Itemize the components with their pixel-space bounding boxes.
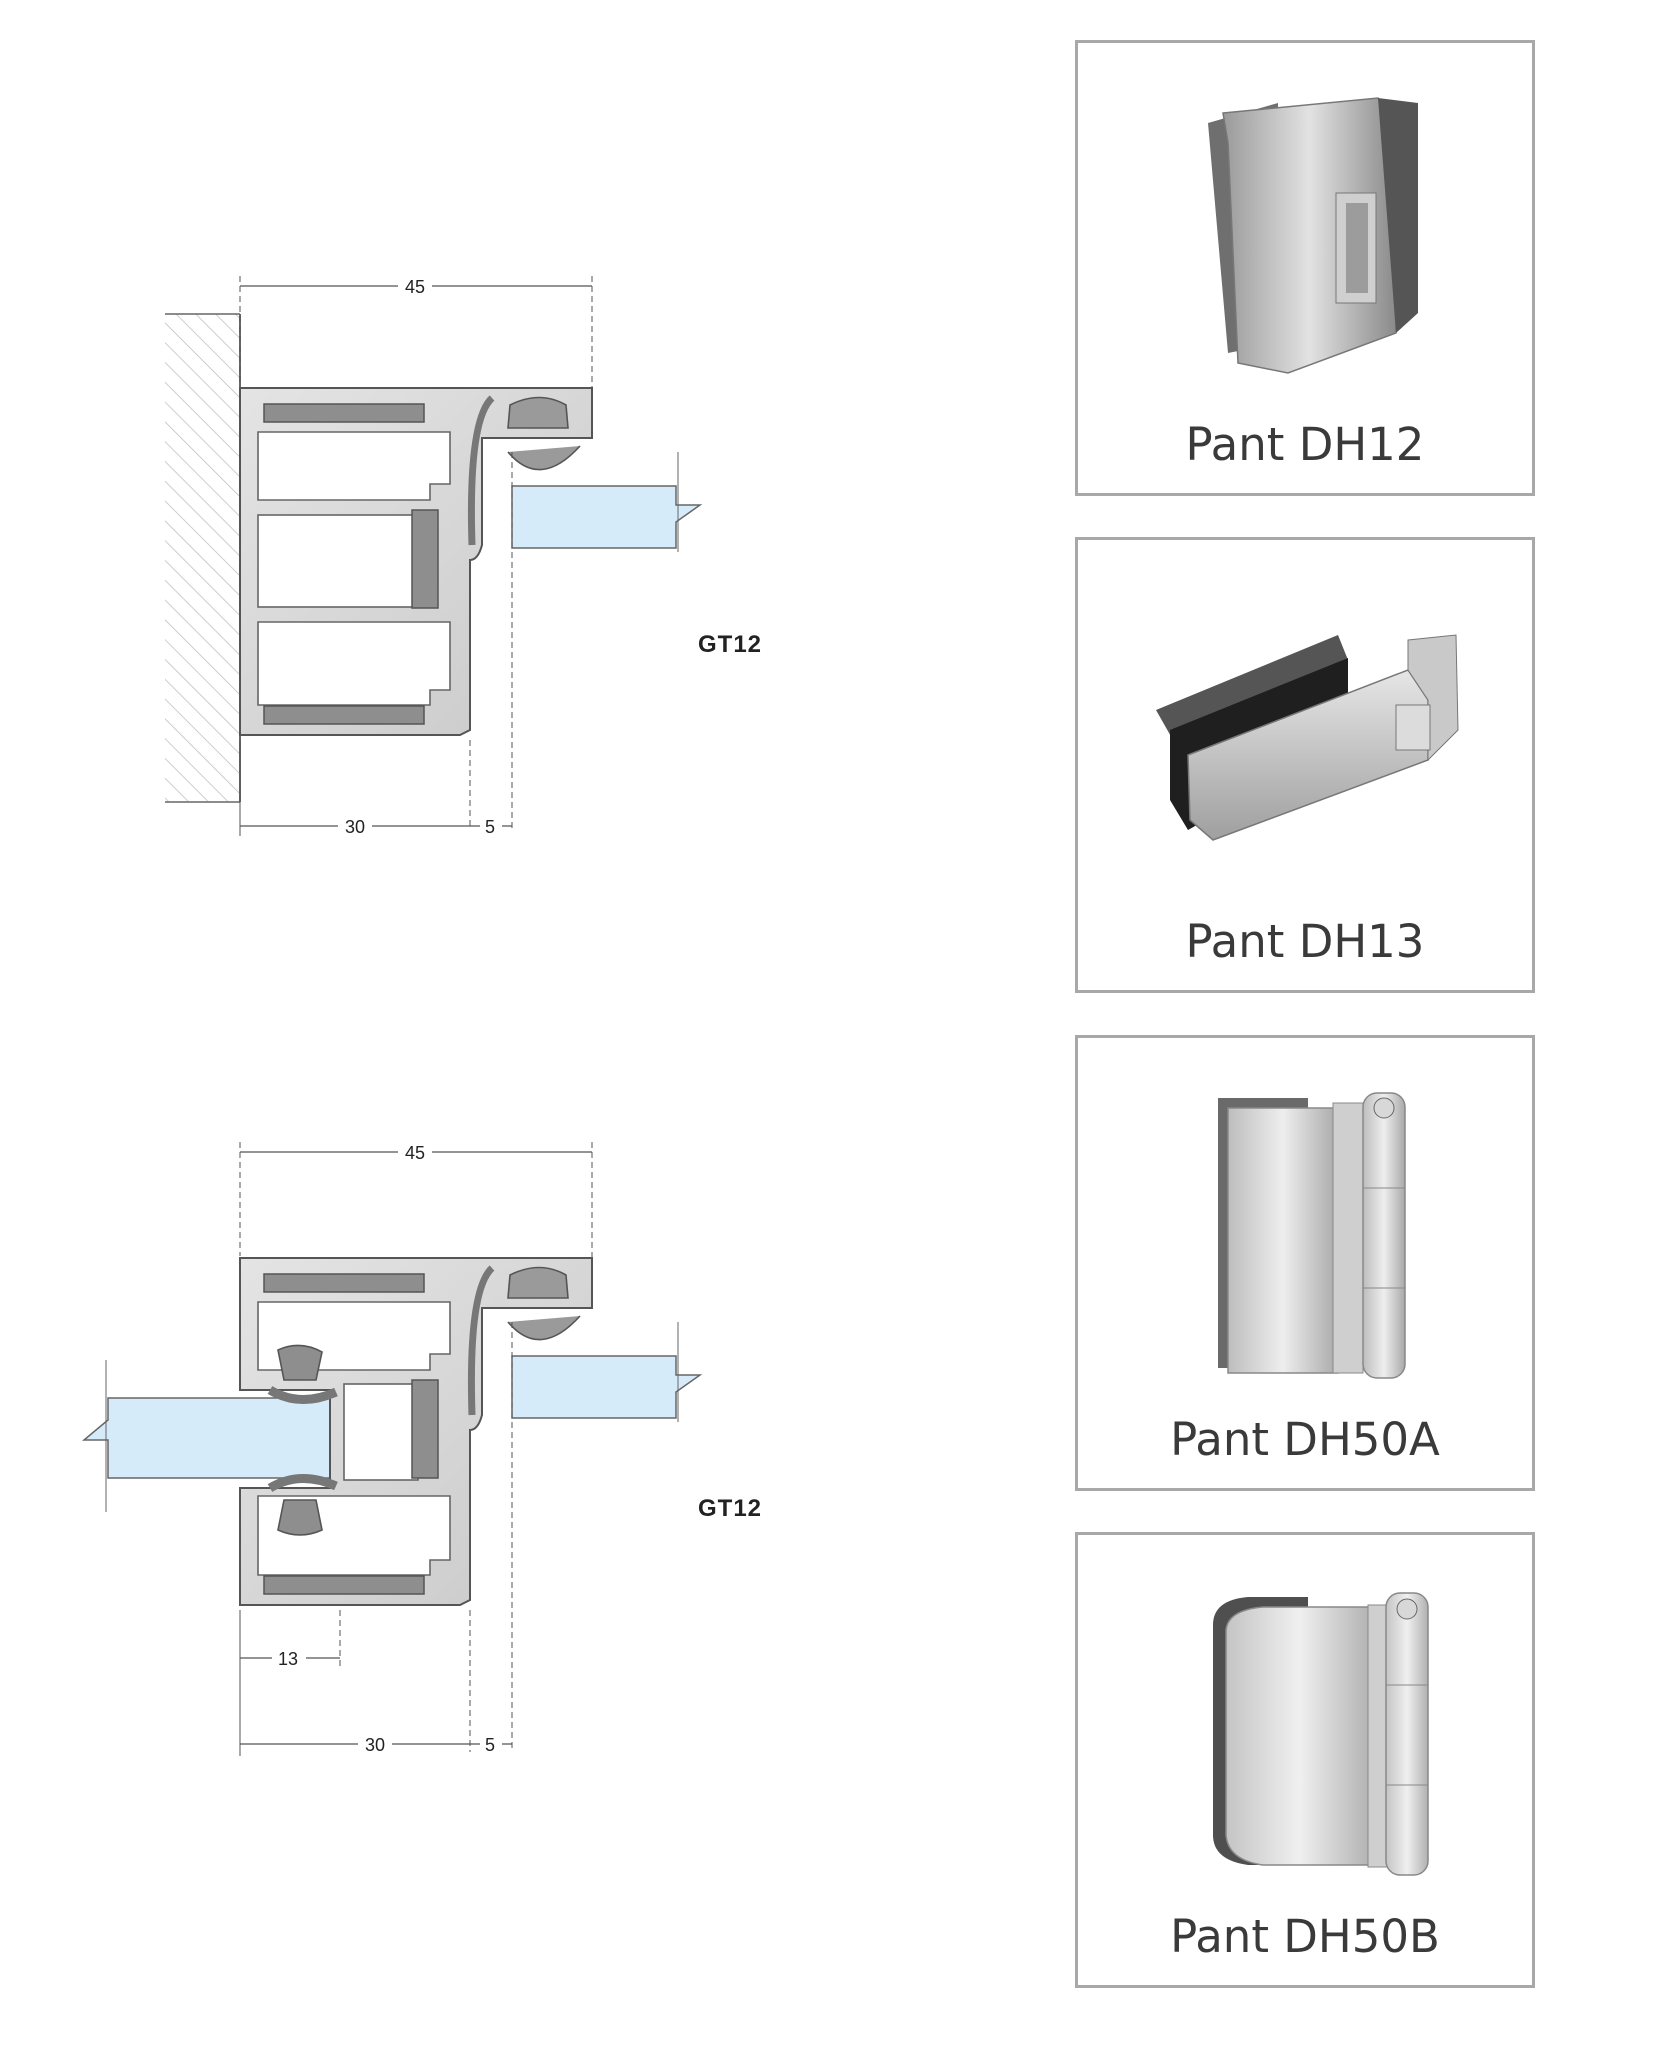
product-card-dh50a: Pant DH50A [1075,1035,1535,1491]
product-card-dh12: Pant DH12 [1075,40,1535,496]
dim-bottom-30: 30 [345,817,365,837]
product-label: Pant DH13 [1185,915,1425,968]
hinge-dh12-icon [1208,97,1418,374]
dim-top-45: 45 [405,277,425,297]
product-label: Pant DH12 [1185,418,1425,471]
hinge-dh13-icon [1156,634,1459,841]
hinge-dh50b-icon [1213,1592,1429,1876]
product-card-dh50b: Pant DH50B [1075,1532,1535,1988]
dim-bottom-5: 5 [485,1735,495,1755]
dim-inner-13: 13 [278,1649,298,1669]
profile-diagram-2: 45 13 30 5 [81,1140,762,1756]
glass-panel [511,485,703,549]
product-label: Pant DH50A [1170,1413,1440,1466]
product-card-dh13: Pant DH13 [1075,537,1535,993]
left-glass-panel [81,1397,339,1479]
profile-diagram-1: 45 30 5 GT12 [165,274,762,838]
right-glass-panel [511,1355,703,1419]
dim-bottom-5: 5 [485,817,495,837]
product-label: Pant DH50B [1170,1910,1440,1963]
hinge-dh50a-icon [1218,1092,1406,1379]
dim-top-45: 45 [405,1143,425,1163]
profile-code-label: GT12 [698,631,762,658]
wall-hatch [165,314,240,802]
profile-code-label: GT12 [698,1495,762,1522]
dim-bottom-30: 30 [365,1735,385,1755]
